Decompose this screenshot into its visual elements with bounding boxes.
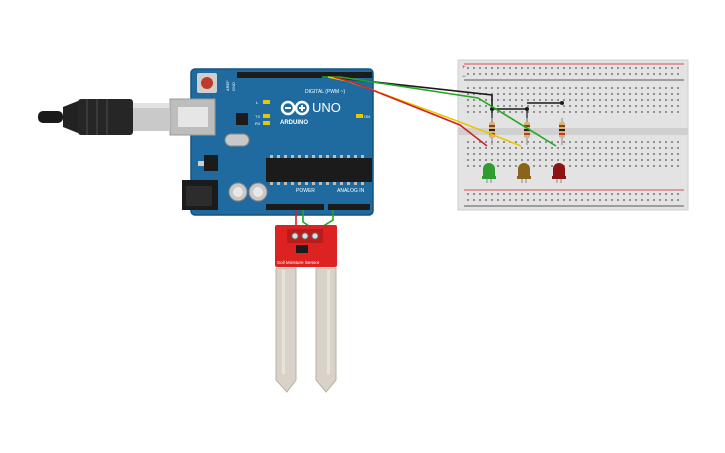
microcontroller-chip bbox=[266, 158, 372, 182]
arduino-logo-icon bbox=[280, 100, 310, 116]
rail-plus-label: + bbox=[462, 65, 466, 71]
analog-label: ANALOG IN bbox=[337, 188, 365, 194]
led-l-label: L bbox=[256, 100, 259, 105]
wire-red[interactable] bbox=[333, 76, 488, 147]
analog-header[interactable] bbox=[328, 204, 370, 210]
gnd-label: GND bbox=[231, 82, 236, 91]
tx-label: TX bbox=[255, 114, 260, 119]
on-label: ON bbox=[364, 114, 370, 119]
soil-moisture-sensor[interactable]: Soil Moisture Sensor bbox=[275, 225, 337, 393]
digital-header[interactable] bbox=[237, 72, 372, 78]
power-header[interactable] bbox=[266, 204, 324, 210]
rail-minus-label: − bbox=[462, 74, 466, 80]
breadboard-holes[interactable] bbox=[467, 67, 679, 201]
leds bbox=[482, 163, 566, 183]
usb-cable[interactable] bbox=[38, 99, 169, 135]
probe-right bbox=[315, 267, 337, 393]
led-red[interactable] bbox=[552, 163, 566, 183]
probe-left bbox=[275, 267, 297, 393]
resistor-3[interactable] bbox=[559, 118, 565, 145]
sensor-label: Soil Moisture Sensor bbox=[277, 260, 320, 265]
aref-label: AREF bbox=[225, 80, 230, 91]
power-label: POWER bbox=[296, 188, 315, 194]
breadboard[interactable]: + − bbox=[457, 59, 689, 211]
led-yellow[interactable] bbox=[517, 163, 531, 183]
board-brand-label: ARDUINO bbox=[280, 120, 308, 126]
led-green[interactable] bbox=[482, 163, 496, 183]
digital-label: DIGITAL (PWM ~) bbox=[305, 89, 345, 95]
board-model-label: UNO bbox=[312, 100, 341, 115]
rx-label: RX bbox=[255, 121, 261, 126]
wire-yellow[interactable] bbox=[327, 76, 522, 147]
arduino-board[interactable]: UNO ARDUINO DIGITAL (PWM ~) AREF GND L T… bbox=[169, 68, 374, 216]
resistor-2[interactable] bbox=[524, 118, 530, 145]
